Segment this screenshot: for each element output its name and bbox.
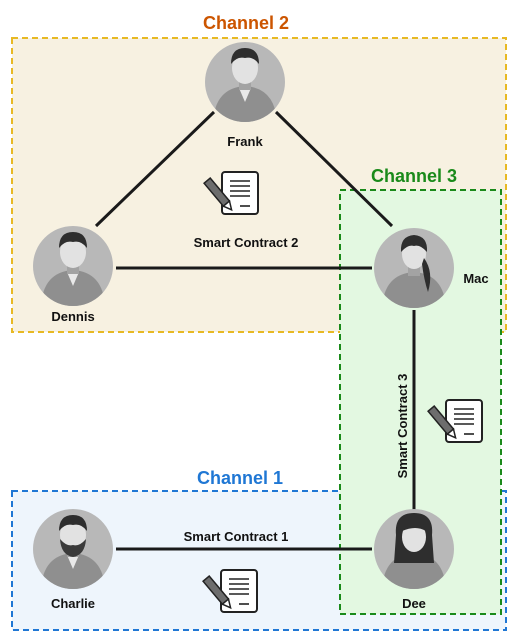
person-avatar-icon [205,42,285,122]
person-name-dee: Dee [402,596,426,611]
smart-contract-3-label: Smart Contract 3 [395,374,410,479]
channel-3-title: Channel 3 [371,166,457,186]
bearded-man-avatar-icon [33,509,113,589]
person-avatar-icon [33,226,113,306]
smart-contract-1-label: Smart Contract 1 [184,529,289,544]
link-frank-mac [274,110,394,228]
woman-avatar-icon [374,509,454,589]
woman-avatar-icon [374,228,454,308]
person-name-mac: Mac [463,271,488,286]
smart-contract-2-label: Smart Contract 2 [194,235,299,250]
channel-1-title: Channel 1 [197,468,283,488]
person-name-charlie: Charlie [51,596,95,611]
person-name-frank: Frank [227,134,263,149]
person-name-dennis: Dennis [51,309,94,324]
channel-2-title: Channel 2 [203,13,289,33]
link-frank-dennis [94,110,216,228]
